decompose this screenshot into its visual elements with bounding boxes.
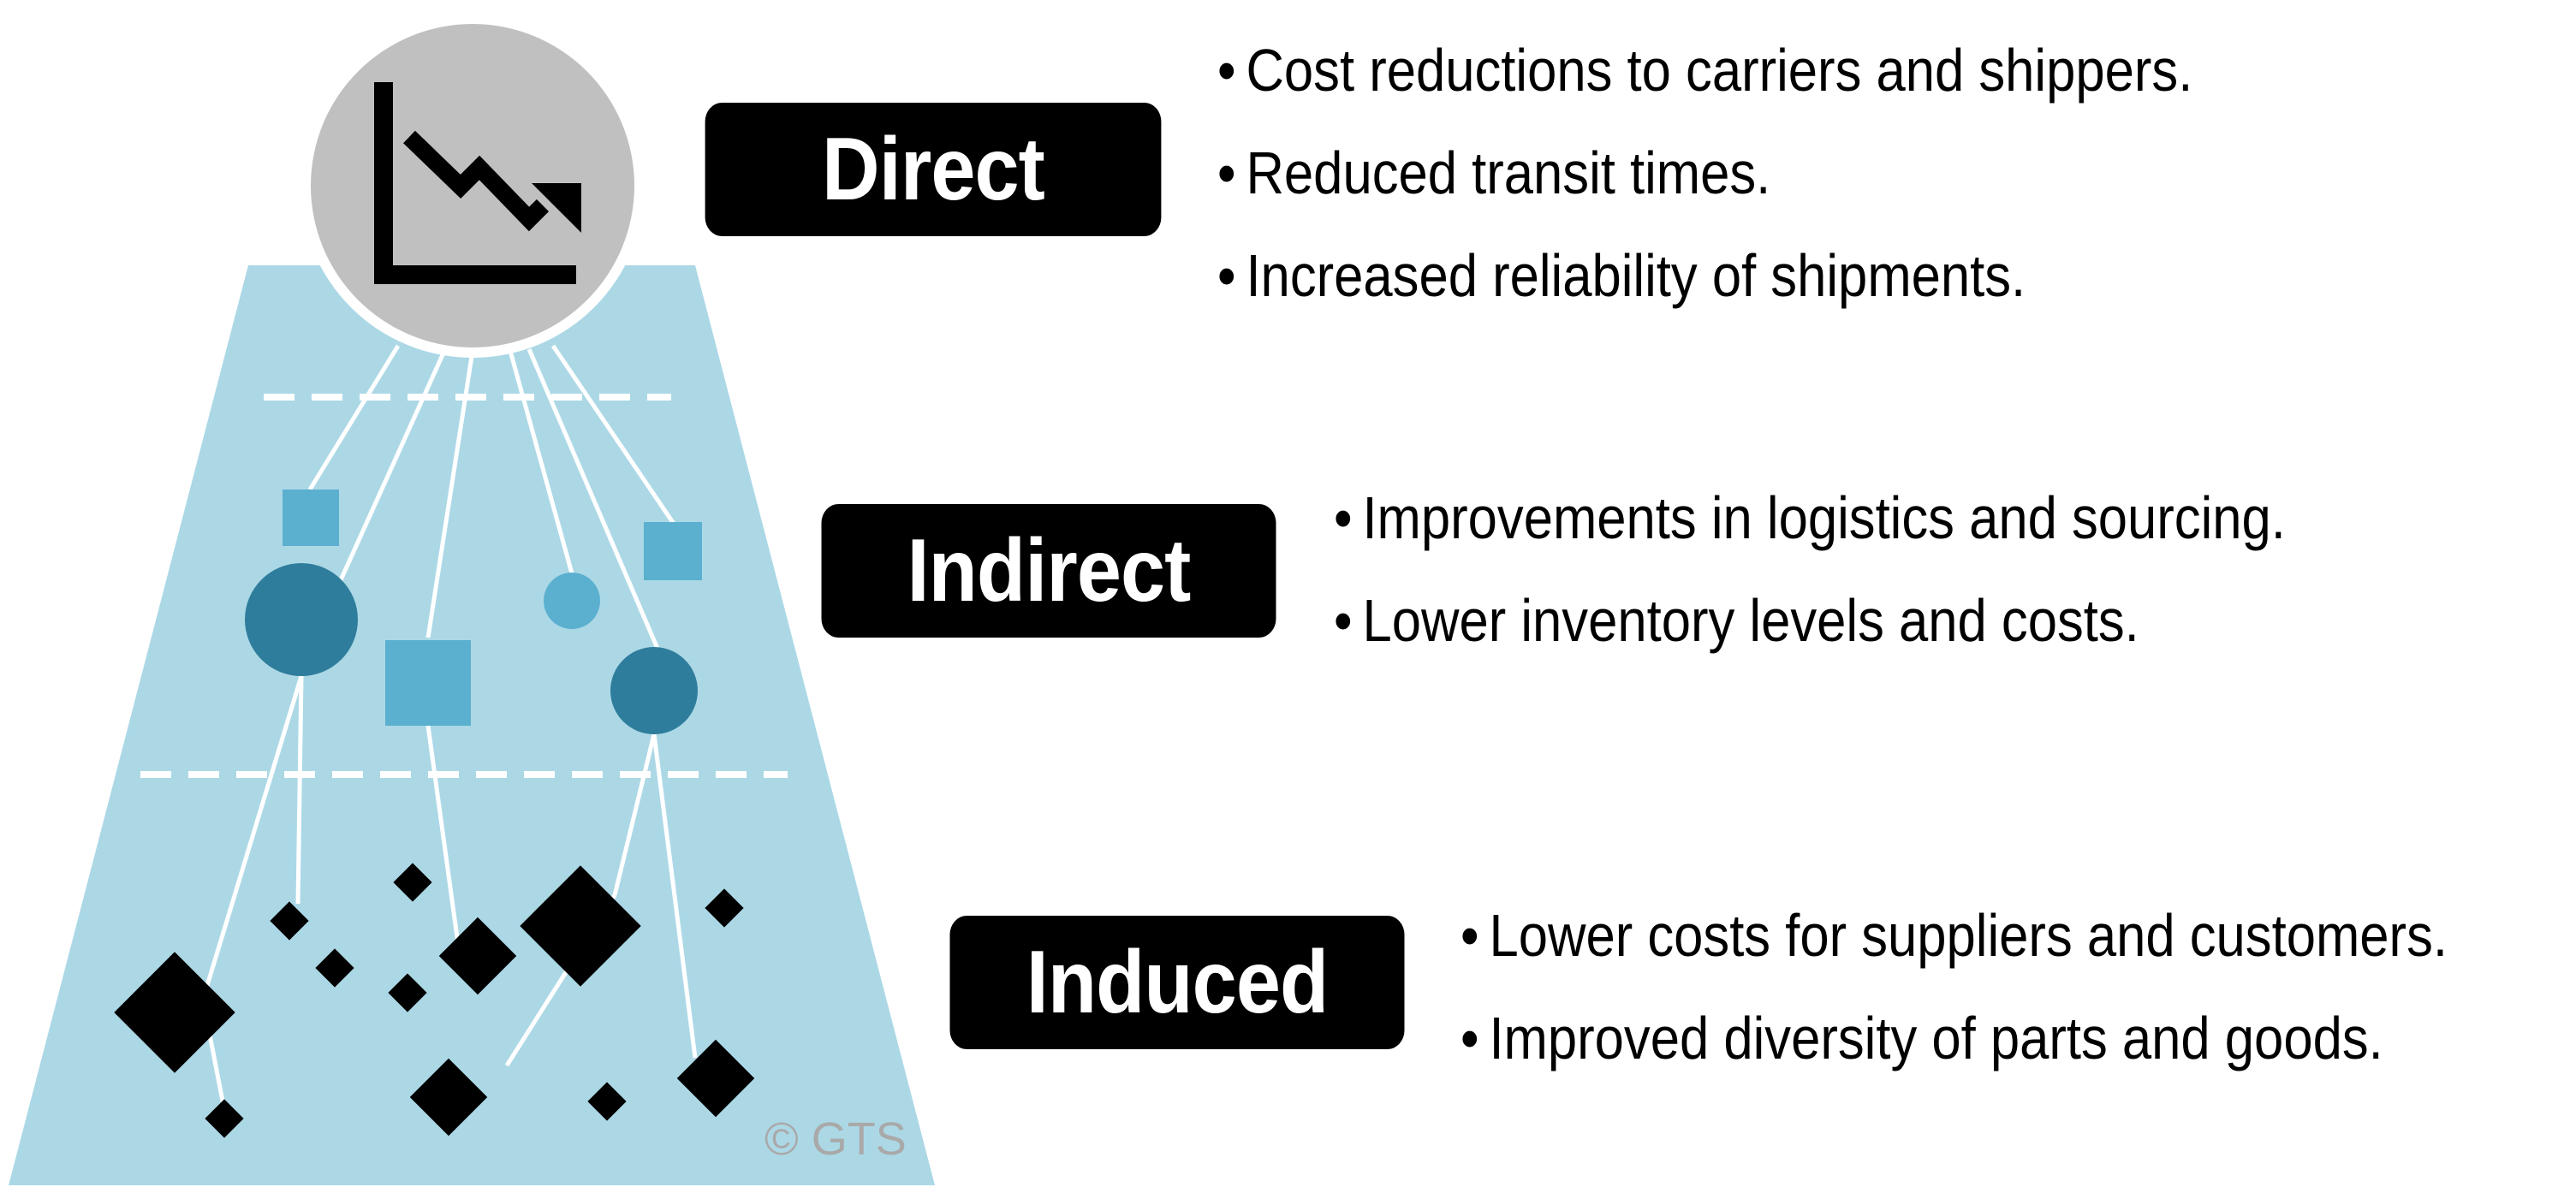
- impact-trapezoid: [9, 265, 935, 1185]
- declining-chart-icon: [374, 82, 581, 284]
- circle-shape: [610, 647, 698, 734]
- bullet-item: •Cost reductions to carriers and shipper…: [1217, 19, 2192, 122]
- bullet-marker: •: [1217, 242, 1236, 309]
- circle-shape: [544, 573, 600, 629]
- indirect-bullet-list: •Improvements in logistics and sourcing.…: [1334, 466, 2286, 672]
- bullet-marker: •: [1217, 139, 1236, 206]
- circle-shape: [245, 563, 358, 676]
- induced-bullet-list: •Lower costs for suppliers and customers…: [1461, 884, 2448, 1089]
- bullet-item: •Lower inventory levels and costs.: [1334, 569, 2286, 672]
- bullet-text: Improvements in logistics and sourcing.: [1362, 484, 2286, 551]
- bullet-text: Improved diversity of parts and goods.: [1489, 1005, 2383, 1071]
- square-shape: [385, 640, 471, 726]
- tier-label-indirect: Indirect: [821, 504, 1276, 638]
- bullet-item: •Improvements in logistics and sourcing.: [1334, 466, 2286, 569]
- bullet-item: •Increased reliability of shipments.: [1217, 224, 2192, 327]
- direct-bullet-list: •Cost reductions to carriers and shipper…: [1217, 19, 2192, 327]
- bullet-marker: •: [1461, 1005, 1479, 1071]
- connector-lines: [200, 344, 698, 1115]
- bullet-text: Lower inventory levels and costs.: [1362, 587, 2139, 654]
- bullet-text: Increased reliability of shipments.: [1246, 242, 2026, 309]
- bullet-item: •Lower costs for suppliers and customers…: [1461, 884, 2448, 987]
- bullet-text: Reduced transit times.: [1246, 139, 1771, 206]
- bullet-marker: •: [1461, 902, 1479, 969]
- bullet-text: Cost reductions to carriers and shippers…: [1246, 37, 2193, 104]
- copyright-label: © GTS: [764, 1113, 907, 1165]
- bullet-marker: •: [1334, 484, 1353, 551]
- bullet-text: Lower costs for suppliers and customers.: [1489, 902, 2448, 969]
- square-shape: [644, 522, 702, 580]
- bullet-marker: •: [1334, 587, 1353, 654]
- bullet-marker: •: [1217, 37, 1236, 104]
- bullet-item: •Reduced transit times.: [1217, 122, 2192, 224]
- bullet-item: •Improved diversity of parts and goods.: [1461, 987, 2448, 1089]
- tier-label-direct: Direct: [705, 103, 1162, 236]
- tier-label-induced: Induced: [949, 916, 1405, 1049]
- square-shape: [283, 490, 339, 546]
